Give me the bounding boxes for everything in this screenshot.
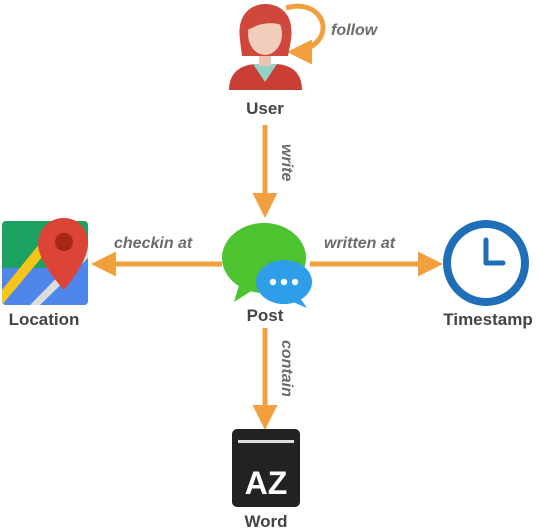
clock-icon	[443, 220, 529, 306]
edge-follow	[285, 3, 326, 65]
edge-label-follow: follow	[331, 22, 379, 39]
node-label-word: Word	[244, 512, 287, 529]
node-label-location: Location	[9, 310, 80, 329]
chat-bubbles-icon	[222, 223, 312, 308]
user-avatar-icon	[229, 4, 302, 90]
node-label-user: User	[246, 99, 284, 118]
edge-label-written-at: written at	[324, 235, 396, 252]
dictionary-book-icon: AZ	[232, 429, 300, 507]
node-label-post: Post	[247, 306, 284, 325]
node-label-timestamp: Timestamp	[443, 310, 532, 329]
book-letters: AZ	[245, 465, 288, 501]
edge-label-checkin-at: checkin at	[114, 235, 193, 252]
map-pin-icon	[2, 218, 88, 305]
edge-label-write: write	[278, 144, 295, 181]
edge-label-contain: contain	[278, 340, 295, 397]
